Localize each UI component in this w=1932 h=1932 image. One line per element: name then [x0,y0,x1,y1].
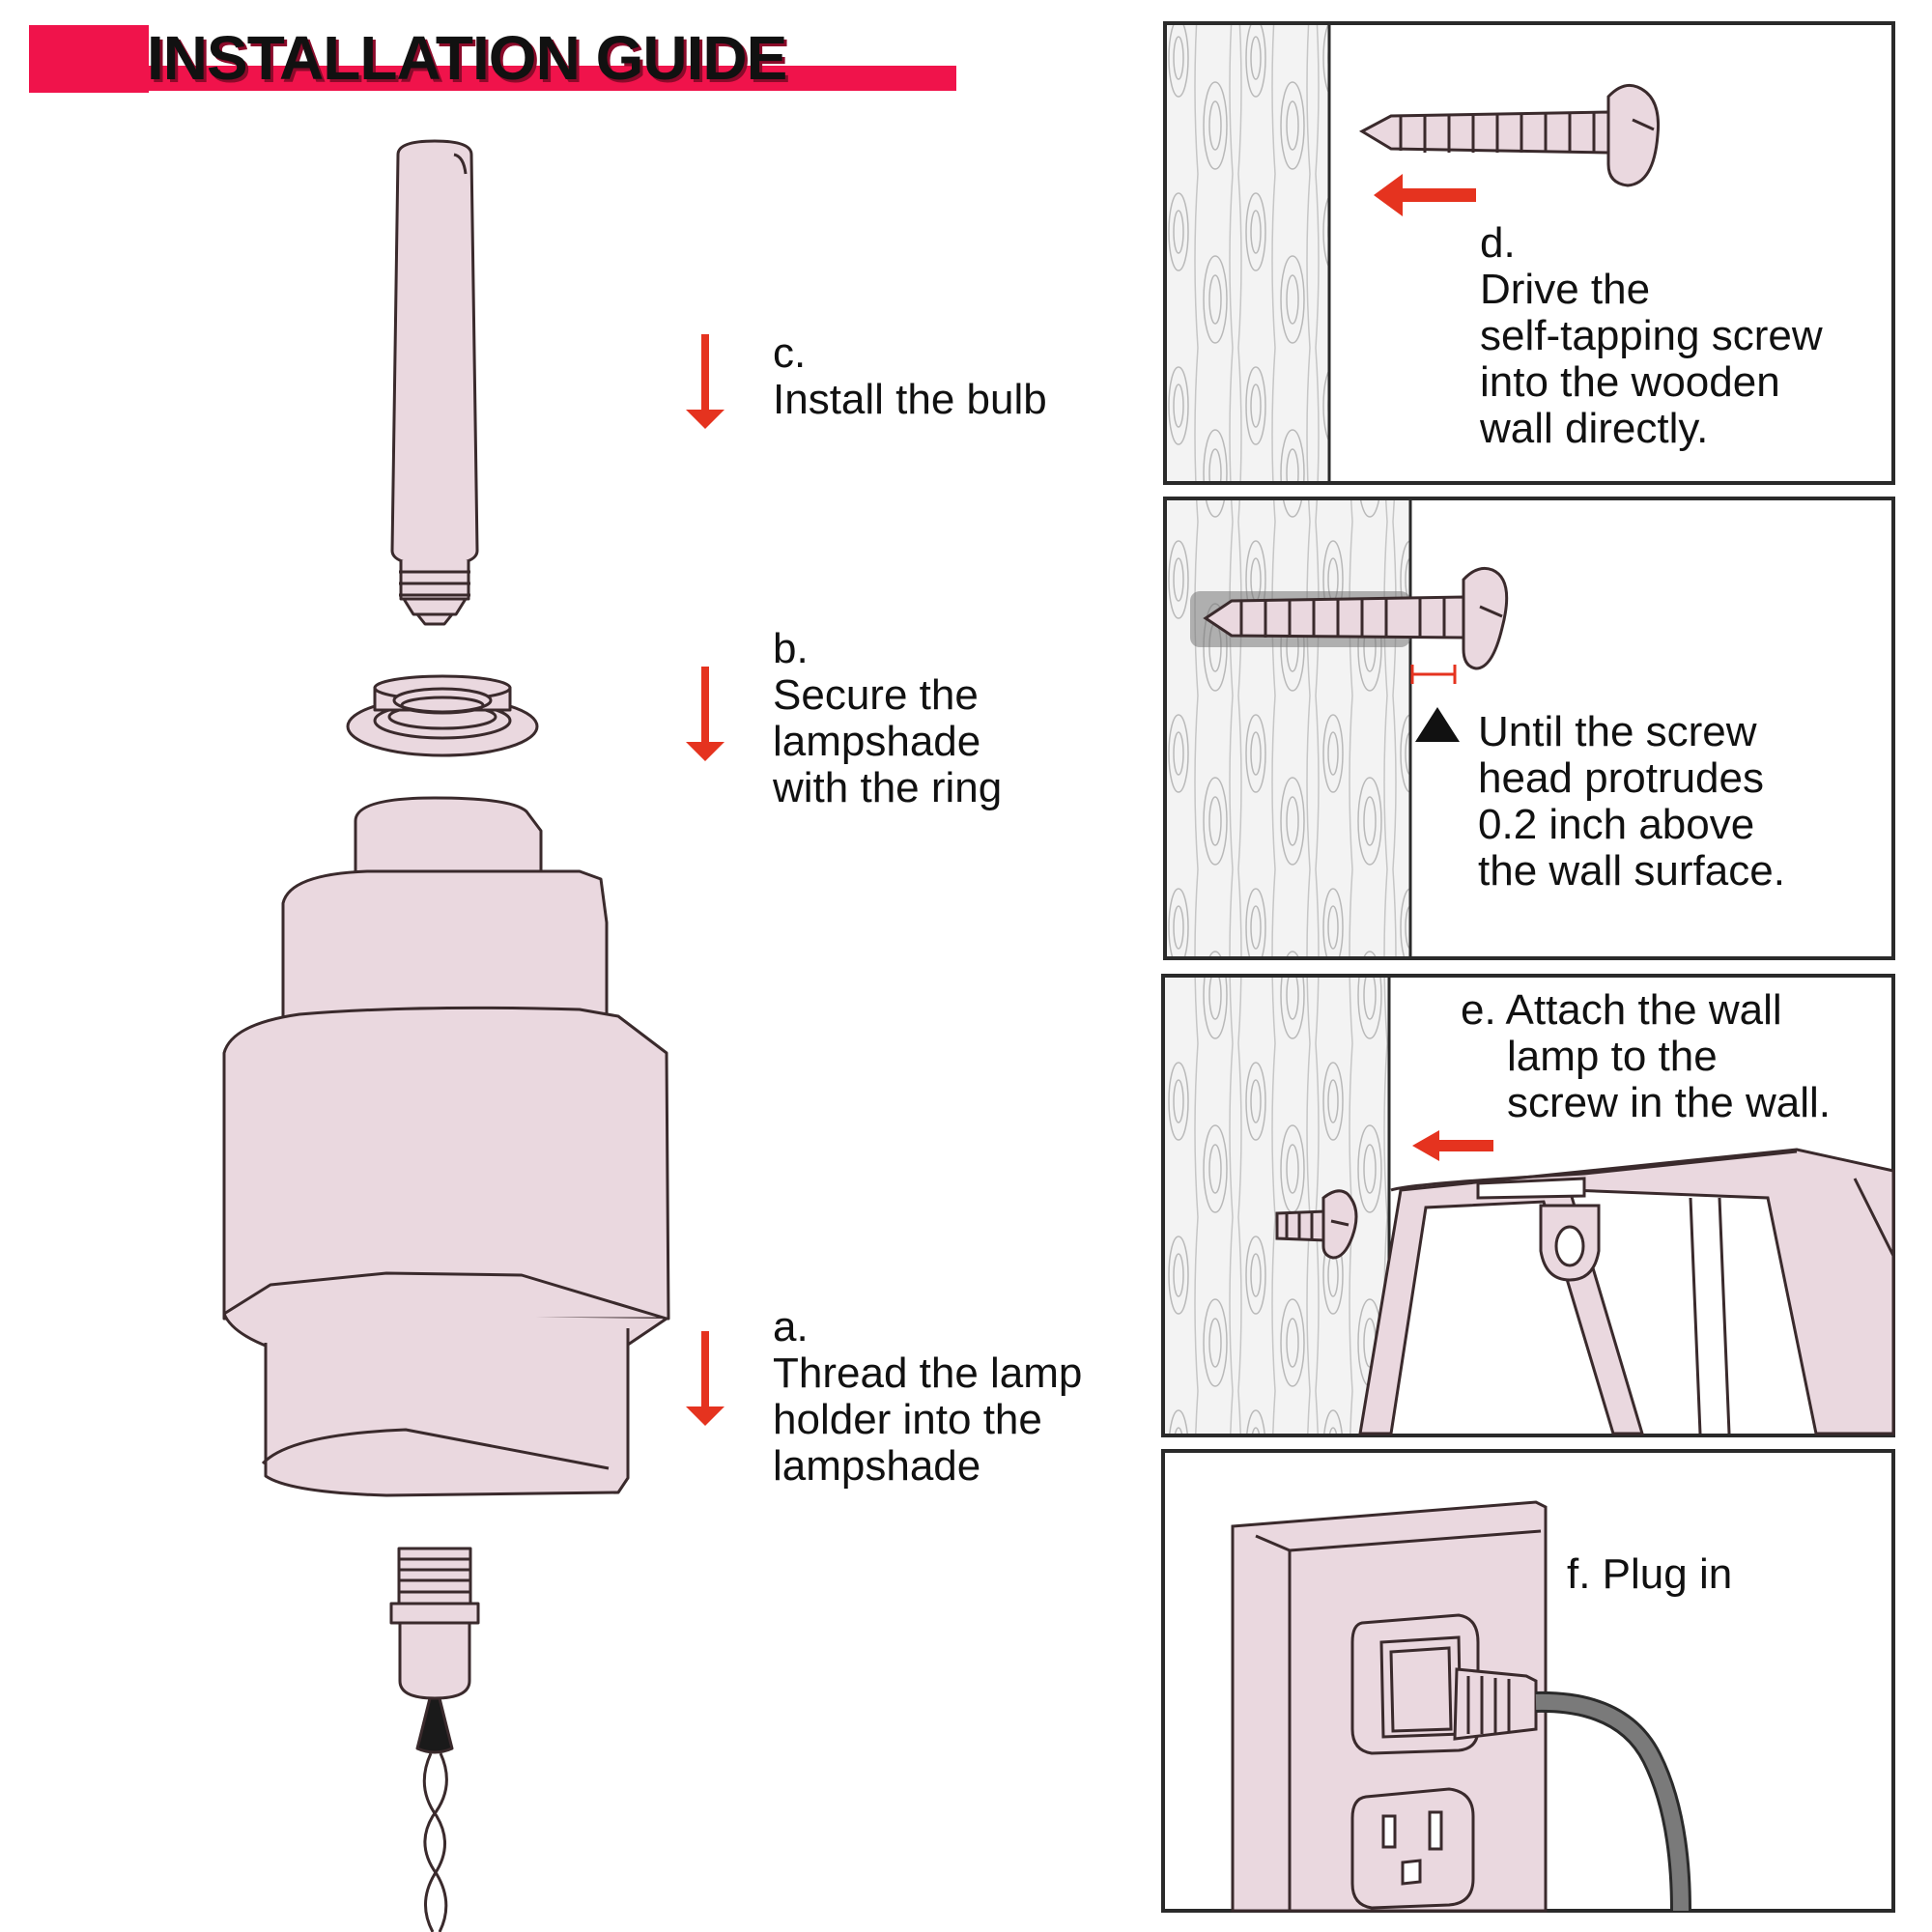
step-a-text: a. Thread the lamp holder into the lamps… [773,1304,1082,1490]
bulb-icon [390,139,479,626]
warning-triangle-icon [1415,707,1460,742]
lamp-frame-icon [1358,1148,1895,1435]
step-d-line: wall directly. [1480,405,1709,452]
step-a-line: Thread the lamp [773,1350,1083,1397]
title-accent-block [29,25,149,93]
screw-icon [1203,566,1509,670]
arrow-down-icon [686,334,724,429]
step-e-line: lamp to the [1507,1033,1718,1080]
step-d-line: self-tapping screw [1480,312,1823,359]
gap-marker [1410,665,1457,684]
step-c-line: Install the bulb [773,376,1047,423]
panel-protrude [1163,497,1895,960]
step-b-letter: b. [773,625,809,672]
step-e-line: screw in the wall. [1507,1079,1832,1126]
arrow-down-icon [686,667,724,761]
panel-d [1163,21,1895,485]
protrude-line: 0.2 inch above [1478,801,1755,848]
step-d-line: into the wooden [1480,358,1780,406]
arrow-left-icon [1374,174,1476,216]
step-d-letter: d. [1480,219,1516,267]
arrow-down-icon [686,1331,724,1426]
panel-f [1161,1449,1895,1913]
step-c-letter: c. [773,329,807,377]
step-d-line: Drive the [1480,266,1651,313]
step-a-letter: a. [773,1303,809,1350]
protrude-note-text: Until the screw head protrudes 0.2 inch … [1478,709,1785,895]
protrude-line: head protrudes [1478,754,1764,802]
screw-icon [1358,83,1661,187]
step-b-text: b. Secure the lampshade with the ring [773,626,1002,811]
screw-head-icon [1275,1189,1358,1260]
page-title: INSTALLATION GUIDE [147,23,787,93]
step-e-line: e. Attach the wall [1461,986,1782,1034]
step-c-text: c. Install the bulb [773,330,1047,423]
step-f-text: f. Plug in [1567,1551,1732,1598]
wall-outlet-icon [1231,1500,1548,1913]
step-a-line: lampshade [773,1442,981,1490]
panel-e [1161,974,1895,1437]
step-e-text: e. Attach the wall lamp to the screw in … [1461,987,1831,1126]
title-banner [29,25,956,93]
step-b-line: Secure the [773,671,979,719]
step-d-text: d. Drive the self-tapping screw into the… [1480,220,1823,452]
protrude-line: Until the screw [1478,708,1757,755]
step-b-line: lampshade [773,718,981,765]
protrude-line: the wall surface. [1478,847,1785,895]
step-b-line: with the ring [773,764,1003,811]
step-f-line: f. Plug in [1567,1550,1733,1598]
arrow-left-icon [1412,1130,1493,1161]
lamp-holder-icon [389,1547,480,1932]
step-a-line: holder into the [773,1396,1042,1443]
ring-icon [346,674,539,757]
lampshade-icon [222,796,670,1497]
title-accent-line [149,66,956,91]
